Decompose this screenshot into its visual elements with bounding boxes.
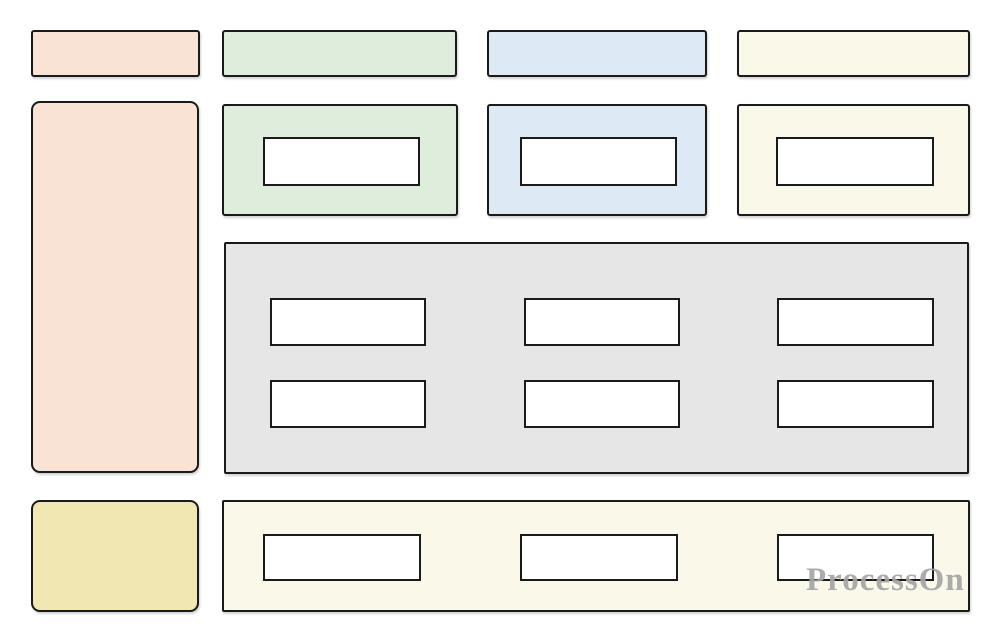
container-gray-slot-6 [777,380,934,428]
container-gray-slot-2 [524,298,680,346]
container-gray-slot-5 [524,380,680,428]
top-bar-cream [737,30,970,77]
bottom-strip-cream-slot-1 [263,534,421,581]
bottom-strip-cream-slot-2 [520,534,678,581]
group-green [222,104,458,216]
group-cream-slot-1 [776,137,934,186]
group-green-slot-1 [263,137,420,186]
container-gray [224,242,969,474]
container-gray-slot-1 [270,298,426,346]
top-bar-green [222,30,457,77]
bottom-box-yellow [31,500,199,612]
group-blue [487,104,707,216]
top-bar-blue [487,30,707,77]
group-blue-slot-1 [520,137,677,186]
bottom-strip-cream [222,500,970,612]
container-gray-slot-3 [777,298,934,346]
group-cream [737,104,970,216]
container-gray-slot-4 [270,380,426,428]
top-bar-peach [31,30,200,77]
left-panel-peach [31,101,199,473]
bottom-strip-cream-slot-3 [777,534,934,581]
